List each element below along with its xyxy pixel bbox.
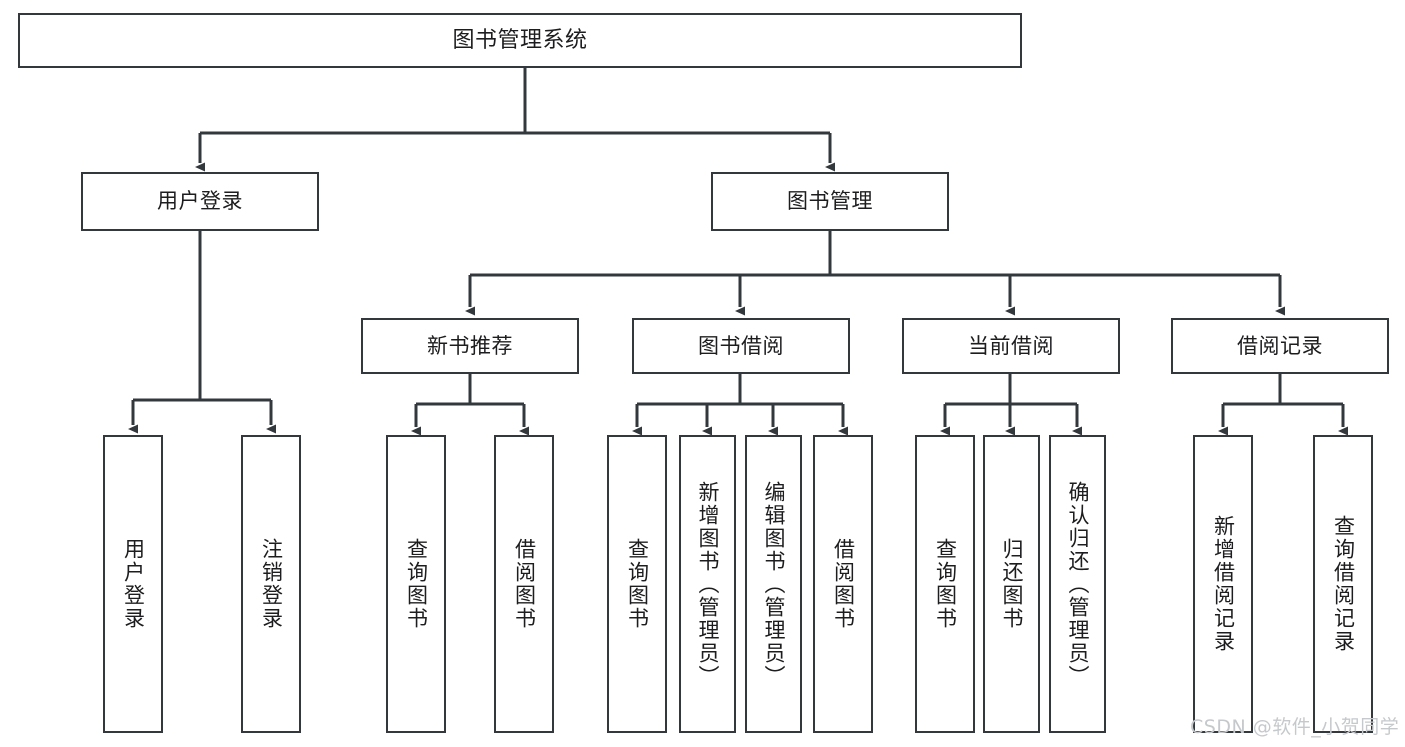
node-label: 图书管理系统 <box>452 27 588 53</box>
node-label: 归还图书 <box>1000 538 1024 630</box>
node-label: 确认归还（管理员） <box>1066 480 1090 688</box>
node-label: 用户登录 <box>121 538 146 630</box>
node-new-book-recommend[interactable]: 新书推荐 <box>361 318 579 374</box>
leaf-query-book-borrow[interactable]: 查询图书 <box>607 435 667 733</box>
leaf-return-book[interactable]: 归还图书 <box>983 435 1040 733</box>
node-label: 借阅图书 <box>512 538 537 630</box>
node-label: 查询图书 <box>625 538 650 630</box>
leaf-borrow-book-borrow[interactable]: 借阅图书 <box>813 435 873 733</box>
leaf-edit-book-admin[interactable]: 编辑图书（管理员） <box>745 435 802 733</box>
node-label: 注销登录 <box>259 538 284 630</box>
node-label: 借阅图书 <box>831 538 856 630</box>
node-label: 新书推荐 <box>427 333 513 358</box>
node-borrow-record[interactable]: 借阅记录 <box>1171 318 1389 374</box>
leaf-query-book-current[interactable]: 查询图书 <box>915 435 975 733</box>
node-label: 查询图书 <box>933 538 958 630</box>
node-label: 新增借阅记录 <box>1211 515 1236 653</box>
node-label: 图书管理 <box>787 189 873 214</box>
leaf-user-login[interactable]: 用户登录 <box>103 435 163 733</box>
node-root-book-management-system[interactable]: 图书管理系统 <box>18 13 1022 68</box>
node-label: 用户登录 <box>157 189 243 214</box>
node-label: 借阅记录 <box>1237 333 1323 358</box>
node-book-management[interactable]: 图书管理 <box>711 172 949 231</box>
node-label: 图书借阅 <box>698 333 784 358</box>
leaf-add-book-admin[interactable]: 新增图书（管理员） <box>679 435 736 733</box>
node-label: 查询借阅记录 <box>1331 515 1356 653</box>
node-label: 新增图书（管理员） <box>696 480 720 688</box>
node-user-login[interactable]: 用户登录 <box>81 172 319 231</box>
leaf-confirm-return-admin[interactable]: 确认归还（管理员） <box>1049 435 1106 733</box>
node-label: 当前借阅 <box>968 333 1054 358</box>
node-label: 编辑图书（管理员） <box>762 480 786 688</box>
leaf-query-borrow-record[interactable]: 查询借阅记录 <box>1313 435 1373 733</box>
node-current-borrow[interactable]: 当前借阅 <box>902 318 1120 374</box>
node-label: 查询图书 <box>404 538 429 630</box>
leaf-logout-login[interactable]: 注销登录 <box>241 435 301 733</box>
leaf-query-book-recommend[interactable]: 查询图书 <box>386 435 446 733</box>
leaf-borrow-book-recommend[interactable]: 借阅图书 <box>494 435 554 733</box>
leaf-add-borrow-record[interactable]: 新增借阅记录 <box>1193 435 1253 733</box>
node-book-borrow[interactable]: 图书借阅 <box>632 318 850 374</box>
